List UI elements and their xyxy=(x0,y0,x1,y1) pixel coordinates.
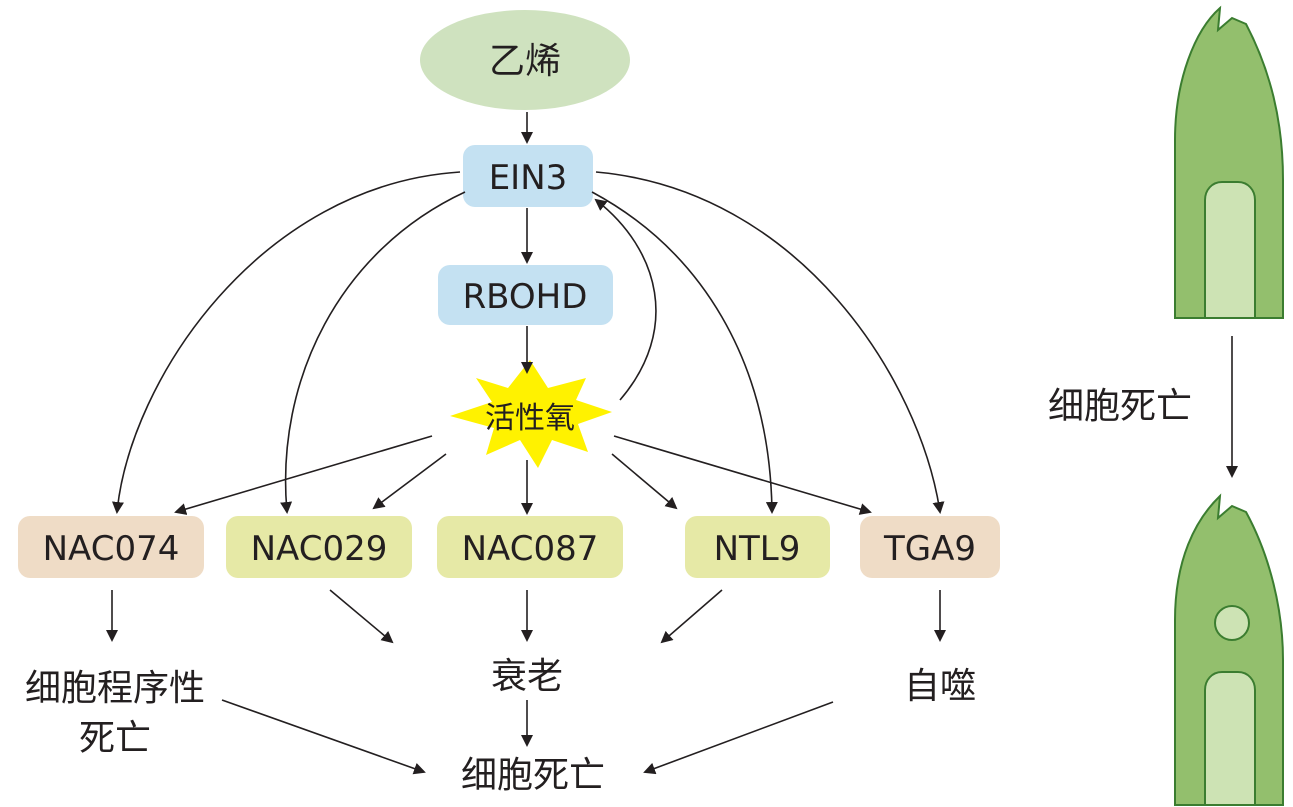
edge-ros-ein3-feedback xyxy=(594,198,657,401)
nac029-label: NAC029 xyxy=(251,529,388,569)
side-arrow-label: 细胞死亡 xyxy=(1048,386,1192,427)
edge-nac029-senescence xyxy=(329,589,394,644)
rbohd-node: RBOHD xyxy=(438,265,613,325)
edge-ros-nac074 xyxy=(174,435,433,515)
nac087-node: NAC087 xyxy=(437,516,623,578)
ros-node: 活性氧 xyxy=(450,360,612,468)
ein3-node: EIN3 xyxy=(463,145,593,207)
ros-burst-icon xyxy=(450,360,612,468)
pcd-label-line2: 死亡 xyxy=(79,718,151,759)
edge-ein3-tga9 xyxy=(595,171,945,514)
nac074-node: NAC074 xyxy=(18,516,204,578)
senescence-label: 衰老 xyxy=(491,656,563,697)
ros-label: 活性氧 xyxy=(485,401,575,436)
edge-ntl9-senescence xyxy=(660,589,723,644)
nac074-label: NAC074 xyxy=(43,529,180,569)
edge-ein3-nac029 xyxy=(280,191,466,514)
tga9-label: TGA9 xyxy=(883,529,976,569)
ethylene-node: 乙烯 xyxy=(420,10,630,110)
edge-ein3-nac074 xyxy=(112,171,461,514)
ein3-label: EIN3 xyxy=(489,158,568,198)
side-panel: 细胞死亡 xyxy=(1048,5,1284,806)
tga9-node: TGA9 xyxy=(860,516,1000,578)
pcd-label-line1: 细胞程序性 xyxy=(25,668,205,709)
autophagy-label: 自噬 xyxy=(904,666,976,707)
nac087-label: NAC087 xyxy=(462,529,599,569)
edge-pcd-celldeath xyxy=(221,699,426,775)
edge-autophagy-celldeath xyxy=(643,701,834,775)
edges xyxy=(106,112,946,775)
cell-death-label: 细胞死亡 xyxy=(461,755,605,796)
ethylene-label: 乙烯 xyxy=(489,41,561,82)
ntl9-node: NTL9 xyxy=(685,516,830,578)
nac029-node: NAC029 xyxy=(226,516,412,578)
edge-ros-tga9 xyxy=(613,435,872,515)
edge-ein3-ntl9 xyxy=(591,191,778,514)
rbohd-label: RBOHD xyxy=(463,277,588,317)
coleoptile-leaf-icon xyxy=(1174,5,1284,319)
edge-ros-ntl9 xyxy=(611,453,678,510)
edge-ros-nac029 xyxy=(372,453,447,510)
coleoptile-leaf-dead-icon xyxy=(1174,493,1284,806)
ntl9-label: NTL9 xyxy=(714,529,801,569)
